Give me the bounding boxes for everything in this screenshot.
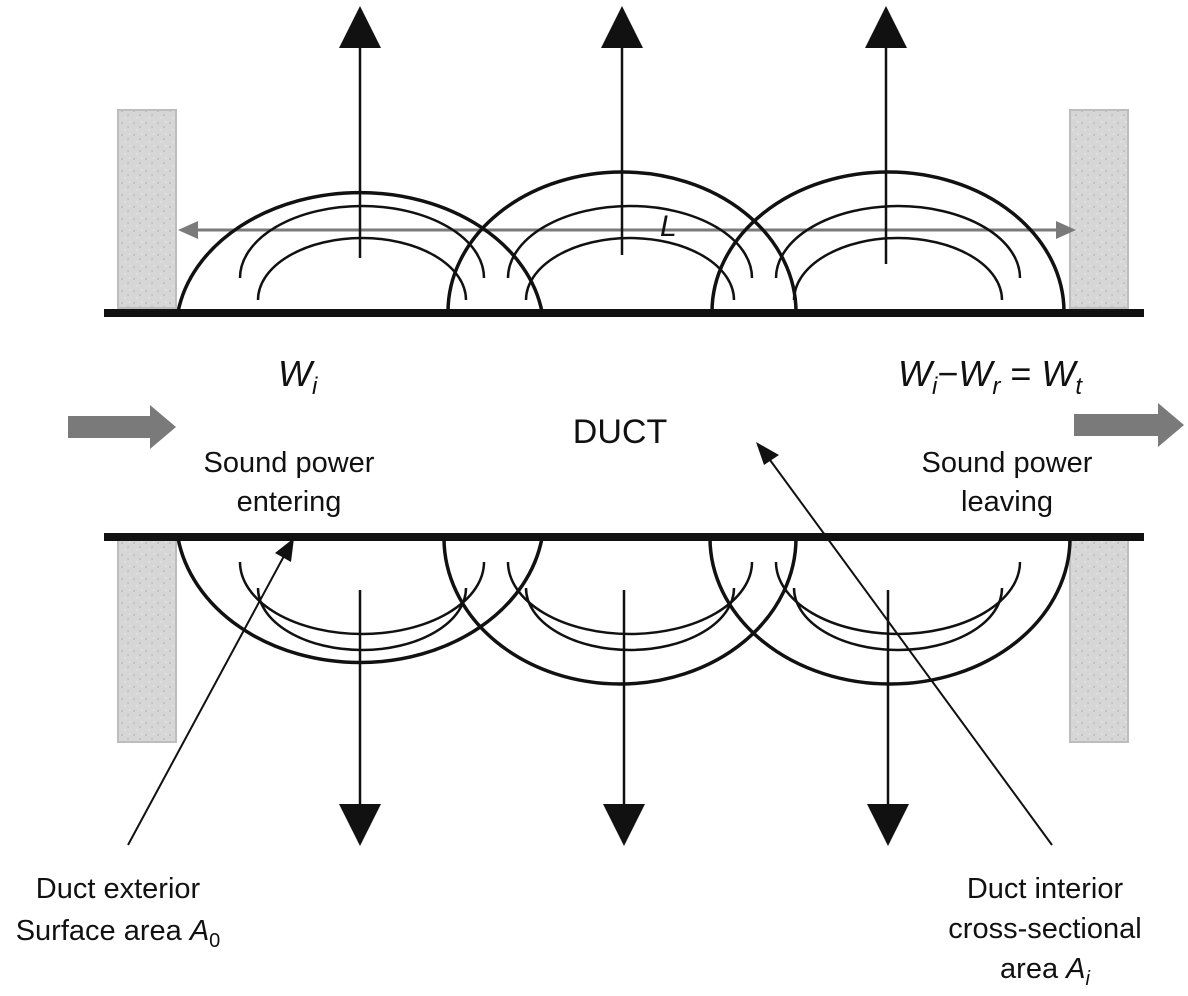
duct-label: DUCT <box>573 413 667 451</box>
upward-radiation-arrows <box>339 6 907 264</box>
incident-power-label: Wi <box>278 353 318 400</box>
interior-area-label-line2: cross-sectional <box>948 913 1141 945</box>
outflow-arrow <box>1074 403 1184 447</box>
exterior-area-leader <box>127 538 294 846</box>
interior-area-label-line3: area Ai <box>1000 953 1090 990</box>
interior-area-leader <box>756 442 1053 846</box>
leaving-label-line1: Sound power <box>922 447 1093 479</box>
wall-lower-left <box>117 539 177 743</box>
lower-radiation-lobes <box>176 537 1072 686</box>
length-dimension-arrow <box>178 221 1076 239</box>
exterior-area-label-line2: Surface area A0 <box>16 915 221 952</box>
entering-label-line1: Sound power <box>204 447 375 479</box>
interior-area-label-line1: Duct interior <box>967 873 1124 905</box>
wall-upper-right <box>1069 109 1129 309</box>
wall-upper-left <box>117 109 177 309</box>
length-label: L <box>660 210 677 243</box>
power-balance-equation: Wi−Wr = Wt <box>898 353 1083 400</box>
downward-radiation-arrows <box>339 590 909 846</box>
inflow-arrow <box>68 405 176 449</box>
exterior-area-label-line1: Duct exterior <box>36 873 201 905</box>
entering-label-line2: entering <box>237 486 342 518</box>
leaving-label-line2: leaving <box>961 486 1053 518</box>
wall-lower-right <box>1069 539 1129 743</box>
